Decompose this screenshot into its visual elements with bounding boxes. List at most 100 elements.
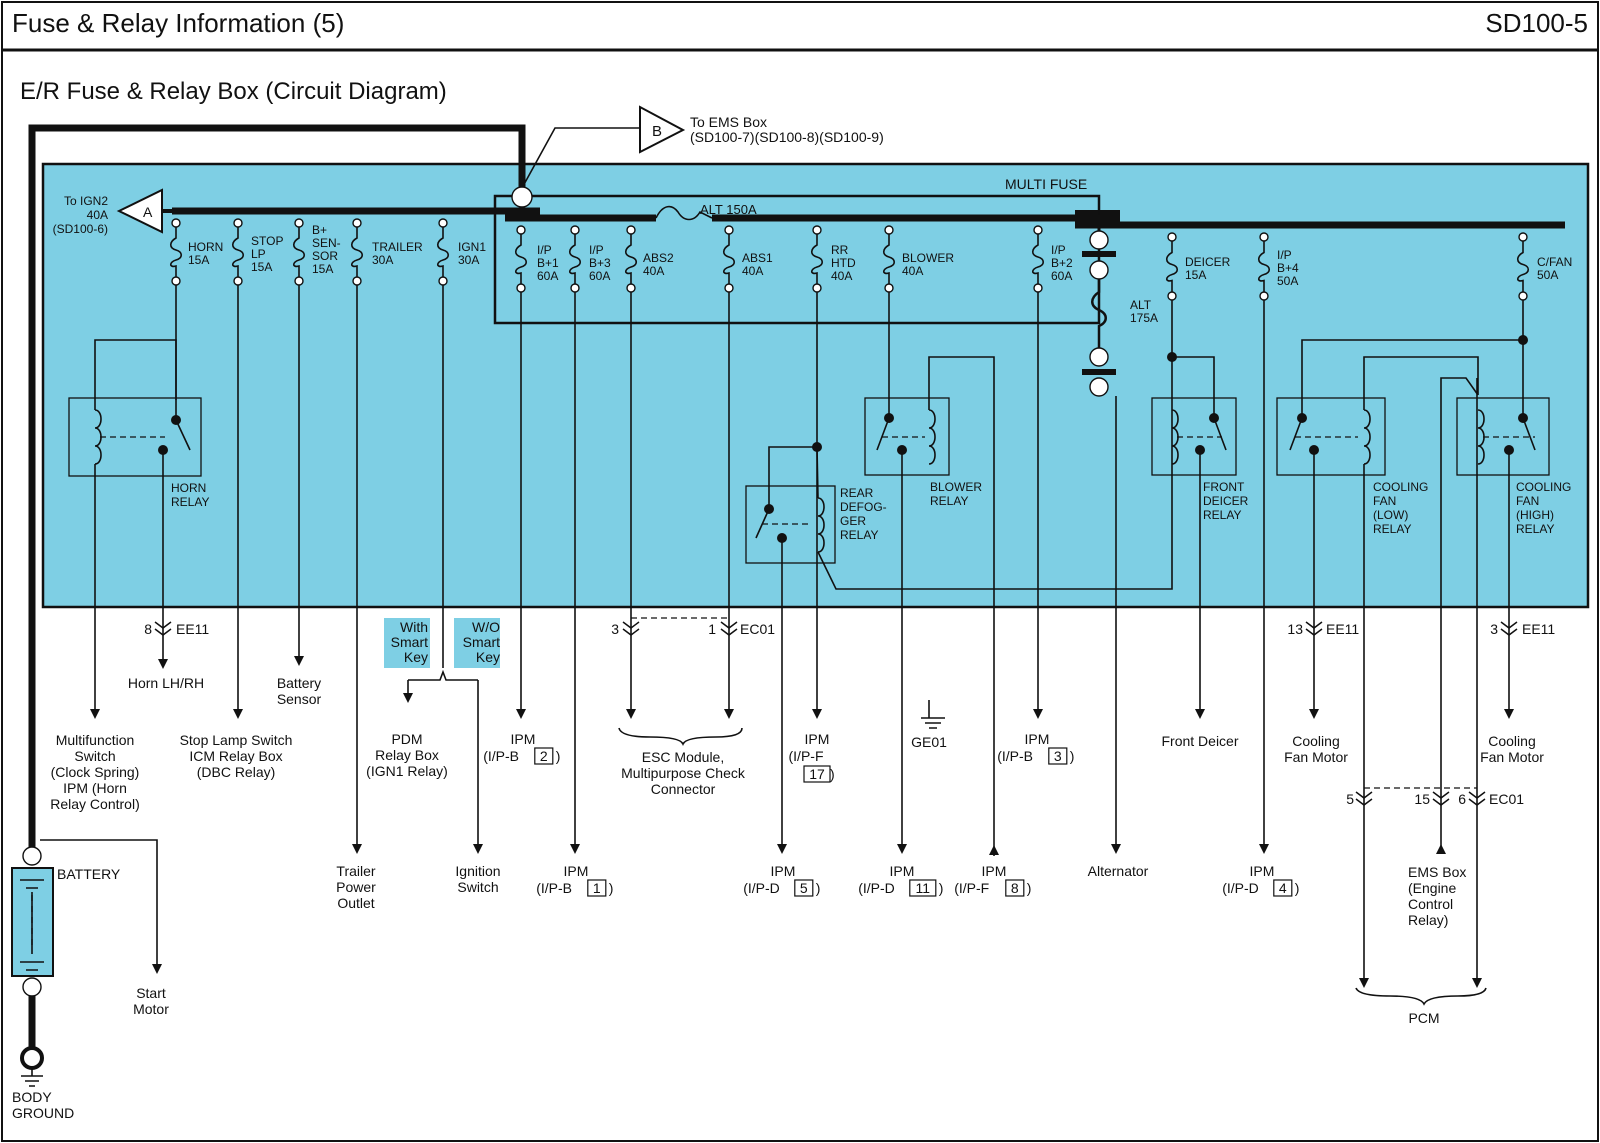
dest-ipm-ipb1-close: ) <box>609 880 614 896</box>
ec01-3-pin: 3 <box>611 621 619 637</box>
ec01-6-conn: EC01 <box>1489 791 1524 807</box>
front-deicer-relay-label: FRONT <box>1203 480 1245 494</box>
fuse-ip-b1-label: 60A <box>537 269 558 283</box>
fuse-ip-b3-terminal-bottom <box>570 283 580 293</box>
trailer-arrow <box>352 844 362 854</box>
fuse-stop-lp-terminal-bottom <box>233 276 243 286</box>
dest-pdm: PDM <box>391 731 422 747</box>
fuse-ip-b2 <box>1031 234 1045 284</box>
cfan-high-coil-ground <box>1440 377 1479 825</box>
cooling-fan-high-relay-contact <box>1522 417 1536 451</box>
dest-ems-box: Control <box>1408 896 1453 912</box>
dest-battery-sensor: Battery <box>277 675 321 691</box>
fuse-rr-htd-label: 40A <box>831 269 852 283</box>
fuse-stop-lp <box>231 227 245 277</box>
ems-arrow <box>1436 844 1446 854</box>
deicer-junction <box>1167 352 1177 362</box>
fuse-b-sensor-label: SEN- <box>312 236 341 250</box>
cooling-fan-low-relay-box <box>1276 397 1386 476</box>
fuse-blower-label: 40A <box>902 264 923 278</box>
cooling-fan-high-relay-box <box>1456 397 1550 476</box>
dest-ipm-ipb1-num-box <box>587 879 607 897</box>
fuse-alt175-label: 175A <box>1130 311 1158 325</box>
horn-relay-contact <box>175 419 191 451</box>
ee11-3-pin: 3 <box>1490 621 1498 637</box>
ec01-pin-3 <box>622 621 640 636</box>
ec01-pin-5 <box>1355 791 1373 806</box>
cooling-fan-low-relay-label: (LOW) <box>1373 508 1408 522</box>
blower-coil-wire <box>928 356 995 742</box>
rear-defogger-relay-nc <box>777 533 787 543</box>
rear-defogger-relay-label: DEFOG- <box>840 500 887 514</box>
ee11-8-pin: 8 <box>144 621 152 637</box>
dest-pdm: Relay Box <box>375 747 439 763</box>
fuse-c-fan-terminal-top <box>1518 232 1528 242</box>
horn-relay-nc <box>158 445 168 455</box>
connector-b-refs: (SD100-7)(SD100-8)(SD100-9) <box>690 129 884 145</box>
fuse-horn-label: 15A <box>188 253 209 267</box>
fuse-ip-b4-label: B+4 <box>1277 261 1299 275</box>
dest-ipm-ipb2-close: ) <box>556 748 561 764</box>
alt-terminal-4 <box>1089 377 1109 397</box>
alt-terminal-1 <box>1089 230 1109 250</box>
blower-relay-nc <box>897 445 907 455</box>
dest-stop-lamp: (DBC Relay) <box>197 764 276 780</box>
dest-ipm-ipf17-num: 17 <box>809 766 825 782</box>
dest-esc: Multipurpose Check <box>621 765 746 781</box>
dest-ipm-ipd4-num: 4 <box>1279 880 1287 896</box>
fuse-blower-terminal-top <box>884 225 894 235</box>
fuse-ip-b3-label: 60A <box>589 269 610 283</box>
dest-ipm-ipb3-num-box <box>1048 747 1068 765</box>
cooling-fan-high-relay-label: FAN <box>1516 494 1539 508</box>
ee11-pin-3 <box>1500 621 1518 636</box>
cooling-fan-low-relay-label: RELAY <box>1373 522 1411 536</box>
rrhtd-wire <box>768 292 818 509</box>
body-ground-terminal <box>20 1046 44 1070</box>
deicer-feed <box>817 300 1173 590</box>
rrhtd-arrow <box>812 709 822 719</box>
pcm-low-arrow <box>1359 978 1369 988</box>
fuse-trailer-label: 30A <box>372 253 393 267</box>
fuse-ign1-terminal-bottom <box>438 276 448 286</box>
cfan-high-arrow <box>1504 709 1514 719</box>
ee11-8-conn: EE11 <box>176 621 209 637</box>
fuse-trailer-terminal-top <box>352 218 362 228</box>
fuse-alt175-label: ALT <box>1130 298 1152 312</box>
dest-cfan-motor-low: Fan Motor <box>1284 749 1348 765</box>
multi-fuse-feed <box>532 195 1100 215</box>
fuse-abs2 <box>624 234 638 284</box>
connector-a-letter: A <box>143 204 153 220</box>
front-deicer-relay-contact-pivot <box>1209 413 1219 423</box>
dest-ge01: GE01 <box>911 734 947 750</box>
dest-ipm-ipb2-pin: (I/P-B <box>483 748 519 764</box>
rear-defogger-relay-label: REAR <box>840 486 874 500</box>
start-motor-wire <box>40 839 158 968</box>
dest-ipm-ipb3-pin: (I/P-B <box>997 748 1033 764</box>
cooling-fan-low-relay-label: COOLING <box>1373 480 1428 494</box>
cooling-fan-high-relay-label: COOLING <box>1516 480 1571 494</box>
fuse-stop-lp-label: LP <box>251 247 266 261</box>
fuse-rr-htd-terminal-top <box>812 225 822 235</box>
dest-multifunction: Relay Control) <box>50 796 139 812</box>
fuse-ip-b1-terminal-top <box>516 225 526 235</box>
dest-cfan-motor-high: Cooling <box>1488 733 1535 749</box>
dest-ipm-ipd5-num-box <box>794 879 814 897</box>
dest-ipm-ipd11-num: 11 <box>916 880 931 896</box>
dest-ipm-ipb2-num: 2 <box>540 748 548 764</box>
abs1-arrow <box>724 709 734 719</box>
dest-ipm-ipb1-pin: (I/P-B <box>536 880 572 896</box>
abs2-arrow <box>626 709 636 719</box>
dest-multifunction: IPM (Horn <box>63 780 127 796</box>
wo-smart-key-badge <box>454 618 500 668</box>
alt-terminal-3 <box>1089 347 1109 367</box>
ec01-pin-1 <box>720 621 738 636</box>
dest-battery-sensor: Sensor <box>277 691 322 707</box>
dest-ignition: Ignition <box>455 863 500 879</box>
fuse-ip-b3 <box>568 234 582 284</box>
fuse-b-sensor-terminal-top <box>294 218 304 228</box>
cfan-low-arrow <box>1309 709 1319 719</box>
fuse-ip-b4-terminal-top <box>1259 232 1269 242</box>
fuse-c-fan-terminal-bottom <box>1518 291 1528 301</box>
ip-b1-arrow <box>516 709 526 719</box>
